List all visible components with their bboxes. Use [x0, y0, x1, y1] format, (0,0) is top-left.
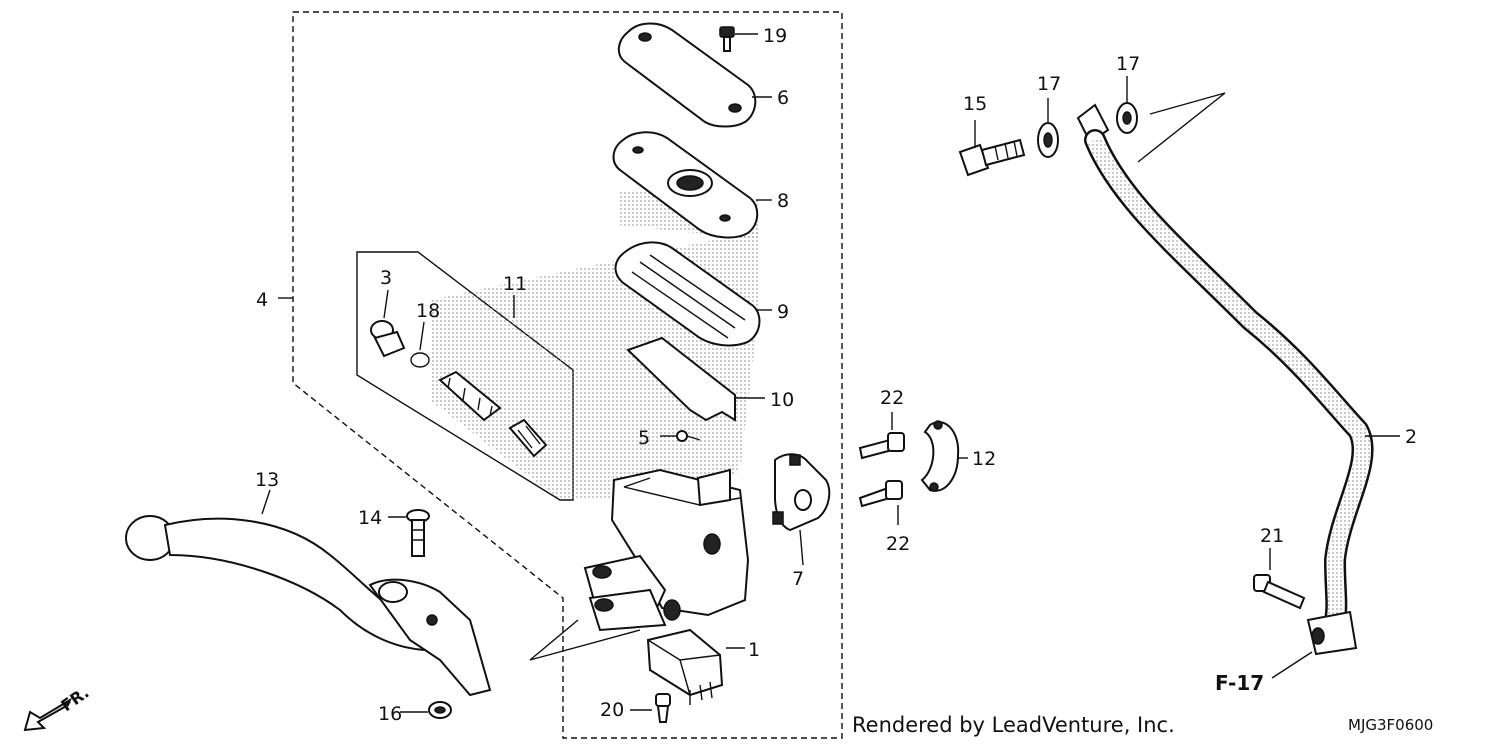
pivot-bolt-14: [406, 509, 430, 557]
callout-21: 21: [1260, 525, 1284, 547]
callout-1: 1: [748, 639, 760, 661]
callout-7: 7: [792, 568, 804, 590]
clamp-12: [920, 420, 960, 492]
bolt-21: [1253, 574, 1306, 610]
piston: [438, 370, 548, 458]
callout-11: 11: [503, 273, 527, 295]
callout-6: 6: [777, 87, 789, 109]
washer-17-right: [1116, 102, 1138, 134]
callout-22-lower: 22: [886, 533, 910, 555]
callout-14: 14: [358, 507, 382, 529]
screw-19: [719, 26, 735, 52]
callout-8: 8: [777, 190, 789, 212]
callout-15: 15: [963, 93, 987, 115]
brake-hose-2: [1076, 103, 1374, 656]
assembly-outline: [292, 11, 843, 739]
callout-19: 19: [763, 25, 787, 47]
bolt-22-lower: [858, 480, 903, 508]
float-plate-10: [626, 336, 736, 422]
callout-3: 3: [380, 267, 392, 289]
callout-2: 2: [1405, 426, 1417, 448]
leader-lines: [261, 33, 1400, 713]
callout-4: 4: [256, 289, 268, 311]
master-cylinder-body: [583, 468, 750, 632]
switch-1: [646, 628, 724, 705]
screw-20: [655, 693, 671, 723]
front-direction-label: FR.: [57, 683, 92, 716]
diagram-code: MJG3F0600: [1348, 716, 1433, 734]
callout-12: 12: [972, 448, 996, 470]
callout-18: 18: [416, 300, 440, 322]
shading-area: [430, 230, 760, 500]
callout-10: 10: [770, 389, 794, 411]
brake-lever-13: [125, 515, 492, 697]
clip-5: [676, 430, 701, 442]
callout-16: 16: [378, 703, 402, 725]
callout-9: 9: [777, 301, 789, 323]
callout-5: 5: [638, 427, 650, 449]
circlip-18: [410, 352, 430, 368]
callout-13: 13: [255, 469, 279, 491]
banjo-bolt-15: [958, 138, 1026, 177]
diaphragm-9: [614, 241, 761, 347]
boot-3: [370, 320, 406, 358]
callout-17-left: 17: [1037, 73, 1061, 95]
callout-17-right: 17: [1116, 53, 1140, 75]
diaphragm-plate-8: [612, 131, 759, 239]
bolt-22-upper: [858, 432, 905, 460]
washer-17-left: [1037, 122, 1059, 158]
front-direction-arrow: [23, 697, 73, 732]
holder-7: [772, 453, 831, 532]
callout-22-upper: 22: [880, 387, 904, 409]
nut-16: [428, 701, 452, 719]
reference-label: F-17: [1215, 671, 1264, 695]
callout-20: 20: [600, 699, 624, 721]
credit-text: Rendered by LeadVenture, Inc.: [852, 713, 1175, 737]
reservoir-cap-6: [617, 22, 757, 128]
